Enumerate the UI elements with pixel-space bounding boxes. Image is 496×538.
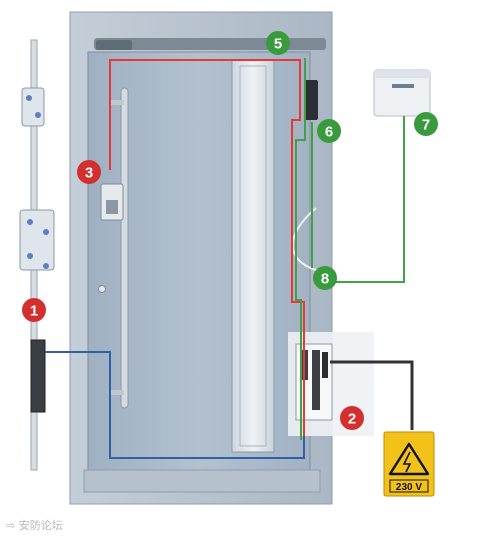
marker-8: 8	[313, 266, 337, 290]
marker-6-label: 6	[325, 124, 333, 141]
lock-point-top	[21, 87, 45, 127]
marker-6: 6	[317, 119, 341, 143]
lock-cylinder	[98, 285, 106, 293]
marker-3: 3	[77, 160, 101, 184]
threshold	[83, 469, 321, 493]
marker-1-label: 1	[30, 303, 38, 320]
marker-7: 7	[414, 112, 438, 136]
handle-mount-bottom	[110, 390, 124, 395]
lock-point-middle-screw-3	[27, 253, 33, 259]
door-closer-body	[96, 40, 132, 50]
door-handle-bar	[120, 87, 129, 409]
lock-point-middle-screw-1	[27, 219, 33, 225]
power-supply-module-2	[312, 350, 320, 410]
marker-3-label: 3	[85, 165, 93, 182]
power-supply-module-3	[322, 352, 328, 378]
marker-1: 1	[22, 298, 46, 322]
voltage-label-box	[389, 479, 429, 493]
lock-point-top-screw-2	[35, 112, 41, 118]
lock-point-middle-screw-4	[43, 263, 49, 269]
green-wire-a	[295, 58, 306, 440]
marker-7-label: 7	[422, 117, 430, 134]
marker-2-label: 2	[348, 411, 356, 428]
lock-point-middle-screw-2	[43, 229, 49, 235]
marker-2: 2	[340, 406, 364, 430]
blue-wire	[45, 351, 305, 459]
access-reader	[304, 80, 318, 120]
marker-5: 5	[266, 31, 290, 55]
lock-point-middle	[19, 209, 55, 271]
control-unit-label	[392, 84, 414, 88]
lock-point-top-screw-1	[26, 95, 32, 101]
watermark: ⇨ 安防论坛	[6, 519, 63, 532]
lock-motor	[30, 339, 46, 413]
handle-mount-top	[110, 100, 124, 105]
marker-8-label: 8	[321, 271, 329, 288]
mains-cable	[330, 360, 414, 430]
marker-5-label: 5	[274, 36, 282, 53]
fingerprint-sensor	[106, 200, 118, 214]
control-unit-top	[374, 70, 430, 78]
glass-panel	[231, 59, 275, 453]
glass-panel-inner	[239, 65, 267, 447]
high-voltage-icon	[388, 442, 430, 476]
green-wire-c	[326, 116, 405, 283]
lightning-bolt-icon	[402, 451, 412, 473]
voltage-label: 230 V	[396, 482, 422, 493]
